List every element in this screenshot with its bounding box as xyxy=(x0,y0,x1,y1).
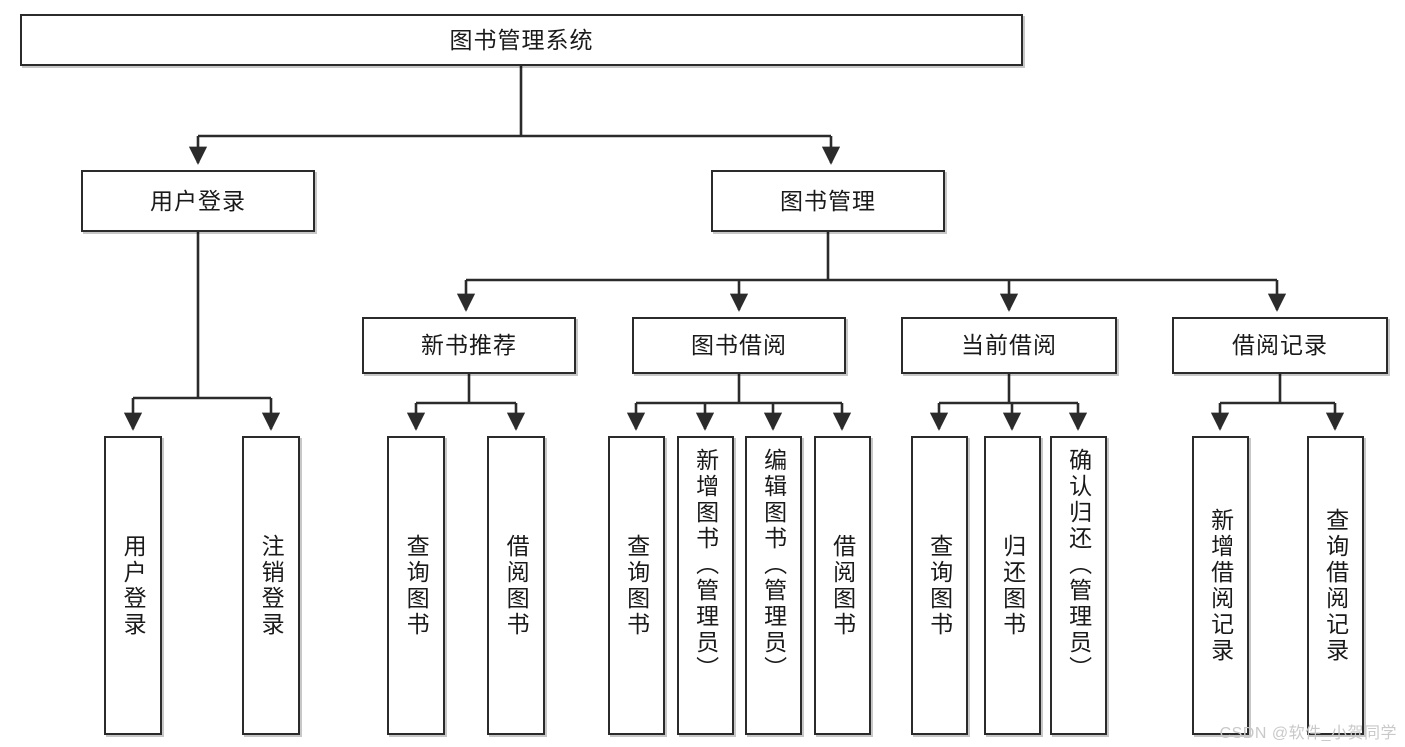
node-book-borrow-label: 图书借阅 xyxy=(691,332,787,359)
node-leaf-query-book-2-label: 查询图书 xyxy=(623,533,650,638)
node-root[interactable]: 图书管理系统 xyxy=(20,14,1023,66)
node-root-label: 图书管理系统 xyxy=(449,26,594,53)
node-leaf-confirm-return[interactable]: 确认归还（管理员） xyxy=(1050,436,1107,735)
node-leaf-user-login-label: 用户登录 xyxy=(120,533,147,638)
node-book-manage-label: 图书管理 xyxy=(780,187,876,214)
node-user-login-label: 用户登录 xyxy=(150,187,246,214)
node-leaf-borrow-book-1[interactable]: 借阅图书 xyxy=(487,436,545,735)
node-leaf-borrow-book-2-label: 借阅图书 xyxy=(829,533,856,638)
node-leaf-logout-label: 注销登录 xyxy=(258,533,285,638)
node-borrow-record[interactable]: 借阅记录 xyxy=(1172,317,1388,374)
node-leaf-query-record-label: 查询借阅记录 xyxy=(1322,507,1349,664)
node-leaf-add-record-label: 新增借阅记录 xyxy=(1207,507,1234,664)
node-leaf-query-book-3[interactable]: 查询图书 xyxy=(911,436,968,735)
node-leaf-query-book-1-label: 查询图书 xyxy=(403,533,430,638)
node-leaf-query-book-1[interactable]: 查询图书 xyxy=(387,436,445,735)
node-leaf-borrow-book-2[interactable]: 借阅图书 xyxy=(814,436,871,735)
node-leaf-user-login[interactable]: 用户登录 xyxy=(104,436,162,735)
node-leaf-query-book-2[interactable]: 查询图书 xyxy=(608,436,665,735)
node-user-login[interactable]: 用户登录 xyxy=(81,170,315,232)
node-current-borrow[interactable]: 当前借阅 xyxy=(901,317,1117,374)
node-new-book-rec-label: 新书推荐 xyxy=(421,332,517,359)
node-leaf-return-book-label: 归还图书 xyxy=(999,533,1026,638)
node-leaf-logout[interactable]: 注销登录 xyxy=(242,436,300,735)
node-leaf-borrow-book-1-label: 借阅图书 xyxy=(503,533,530,638)
node-leaf-edit-book[interactable]: 编辑图书（管理员） xyxy=(745,436,802,735)
watermark-text: CSDN @软件_小贺同学 xyxy=(1219,725,1397,742)
node-leaf-add-book[interactable]: 新增图书（管理员） xyxy=(677,436,734,735)
node-leaf-add-book-label: 新增图书（管理员） xyxy=(692,448,719,682)
node-book-manage[interactable]: 图书管理 xyxy=(711,170,945,232)
node-new-book-rec[interactable]: 新书推荐 xyxy=(362,317,576,374)
node-leaf-query-book-3-label: 查询图书 xyxy=(926,533,953,638)
node-leaf-query-record[interactable]: 查询借阅记录 xyxy=(1307,436,1364,735)
node-leaf-confirm-return-label: 确认归还（管理员） xyxy=(1065,448,1092,682)
node-borrow-record-label: 借阅记录 xyxy=(1232,332,1328,359)
node-current-borrow-label: 当前借阅 xyxy=(961,332,1057,359)
node-leaf-add-record[interactable]: 新增借阅记录 xyxy=(1192,436,1249,735)
node-book-borrow[interactable]: 图书借阅 xyxy=(632,317,846,374)
node-leaf-edit-book-label: 编辑图书（管理员） xyxy=(760,448,787,682)
node-leaf-return-book[interactable]: 归还图书 xyxy=(984,436,1041,735)
